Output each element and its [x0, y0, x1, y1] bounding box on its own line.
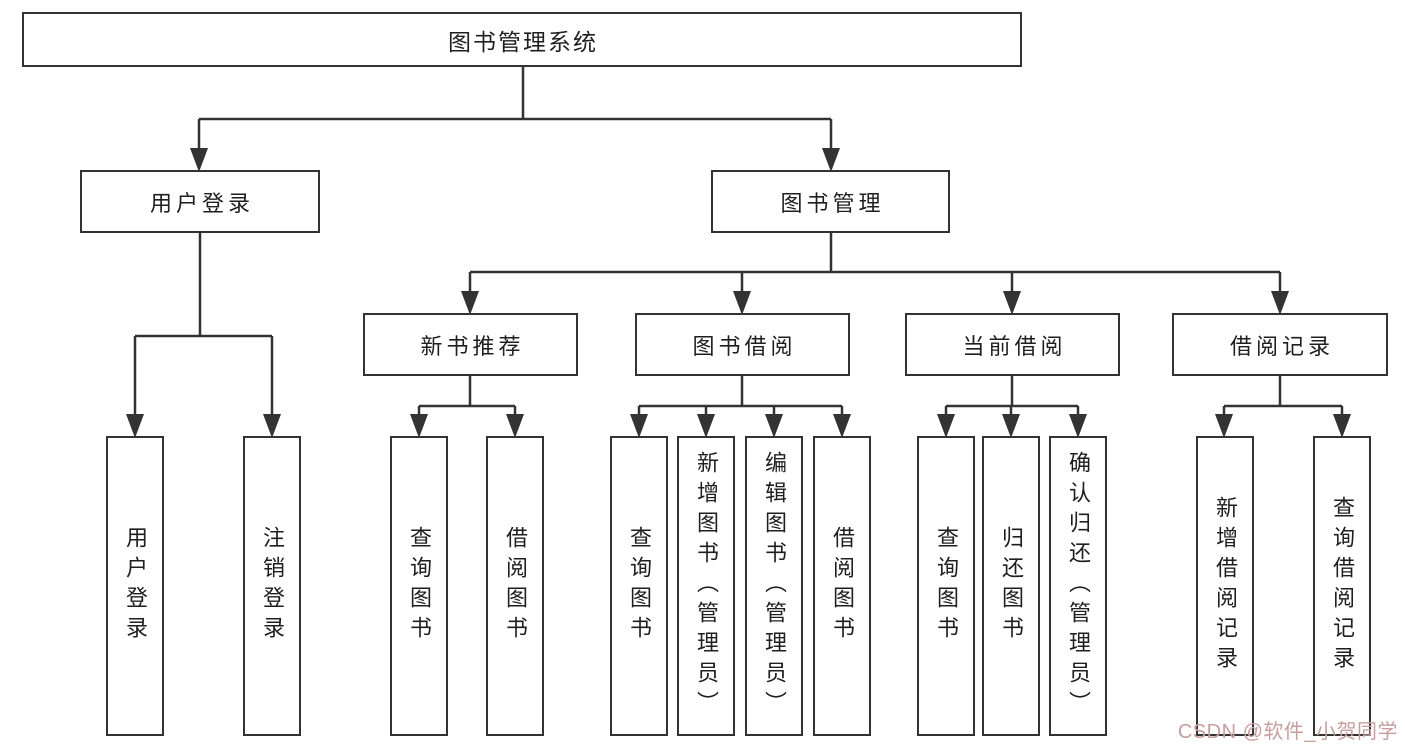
- node-user-login: 用户登录: [80, 170, 320, 233]
- leaf-return-books: 归还图书: [982, 436, 1040, 736]
- leaf-query-books-borrow: 查询图书: [610, 436, 668, 736]
- node-new-book-recommend: 新书推荐: [363, 313, 578, 376]
- leaf-query-borrow-record: 查询借阅记录: [1313, 436, 1371, 736]
- node-current-borrow: 当前借阅: [905, 313, 1120, 376]
- node-book-borrow: 图书借阅: [635, 313, 850, 376]
- leaf-add-borrow-record: 新增借阅记录: [1196, 436, 1254, 736]
- leaf-edit-books-admin: 编辑图书（管理员）: [745, 436, 803, 736]
- leaf-query-books-current: 查询图书: [917, 436, 975, 736]
- node-root: 图书管理系统: [22, 12, 1022, 67]
- watermark-text: CSDN @软件_小贺同学: [1177, 721, 1398, 743]
- node-borrow-records: 借阅记录: [1172, 313, 1388, 376]
- leaf-query-books-recommend: 查询图书: [390, 436, 448, 736]
- leaf-user-login: 用户登录: [106, 436, 164, 736]
- leaf-confirm-return-admin: 确认归还（管理员）: [1049, 436, 1107, 736]
- leaf-logout-login: 注销登录: [243, 436, 301, 736]
- node-book-management: 图书管理: [711, 170, 950, 233]
- leaf-borrow-books: 借阅图书: [813, 436, 871, 736]
- leaf-add-books-admin: 新增图书（管理员）: [677, 436, 735, 736]
- leaf-borrow-books-recommend: 借阅图书: [486, 436, 544, 736]
